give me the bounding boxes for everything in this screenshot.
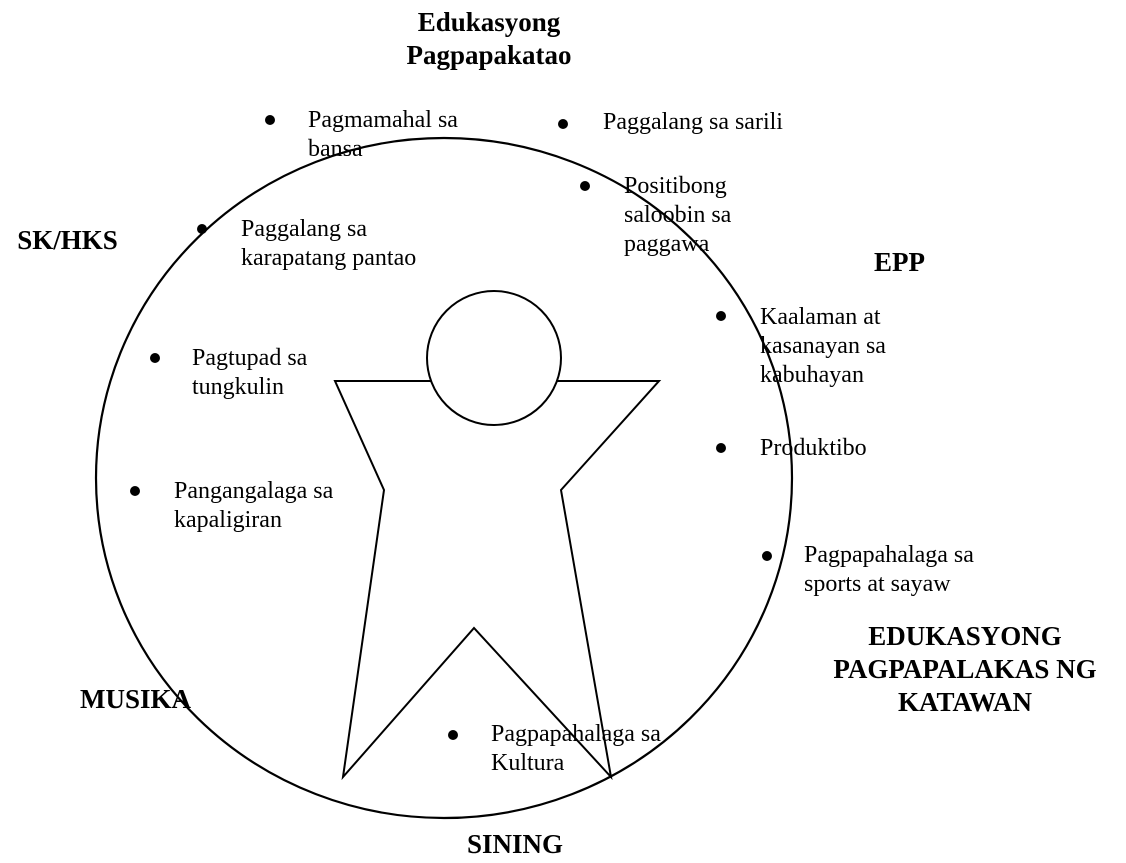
child-figure-icon (333, 290, 662, 781)
value-item-kaalaman-at-kasanayan: Kaalaman at kasanayan sa kabuhayan (760, 304, 886, 388)
bullet-icon (558, 119, 568, 129)
bullet-icon (150, 353, 160, 363)
value-item-pagmamahal-sa-bansa: Pagmamahal sa bansa (308, 107, 458, 162)
outer-circle (94, 136, 794, 820)
bullet-icon (716, 311, 726, 321)
value-item-pangangalaga-sa-kapaligiran: Pangangalaga sa kapaligiran (174, 478, 334, 533)
star-body (333, 380, 662, 781)
bullet-icon (580, 181, 590, 191)
value-item-positibong-saloobin: Positibong saloobin sa paggawa (624, 173, 732, 257)
area-label-sk-hks: SK/HKS (17, 225, 118, 255)
area-label-musika: MUSIKA (79, 684, 191, 714)
child-head (426, 290, 562, 426)
bullet-icon (448, 730, 458, 740)
value-item-paggalang-sa-karapatang-pantao: Paggalang sa karapatang pantao (241, 216, 417, 271)
bullet-icon (130, 486, 140, 496)
bullet-icon (716, 443, 726, 453)
bullet-icon (762, 551, 772, 561)
value-item-pagpapahalaga-sa-kultura: Pagpapahalaga sa Kultura (491, 721, 661, 776)
bullet-icon (265, 115, 275, 125)
value-item-pagtupad-sa-tungkulin: Pagtupad sa tungkulin (192, 345, 308, 400)
area-label-epp: EPP (874, 247, 925, 277)
value-item-paggalang-sa-sarili: Paggalang sa sarili (603, 109, 783, 135)
bullet-icon (197, 224, 207, 234)
area-label-edukasyong-pagpapakatao: Edukasyong Pagpapakatao (406, 7, 572, 70)
value-item-pagpapahalaga-sa-sports: Pagpapahalaga sa sports at sayaw (804, 542, 974, 597)
area-label-edukasyong-pagpapalakas-ng-katawan: EDUKASYONG PAGPAPALAKAS NG KATAWAN (833, 621, 1097, 717)
value-item-produktibo: Produktibo (760, 435, 867, 461)
area-label-sining: SINING (466, 829, 564, 859)
